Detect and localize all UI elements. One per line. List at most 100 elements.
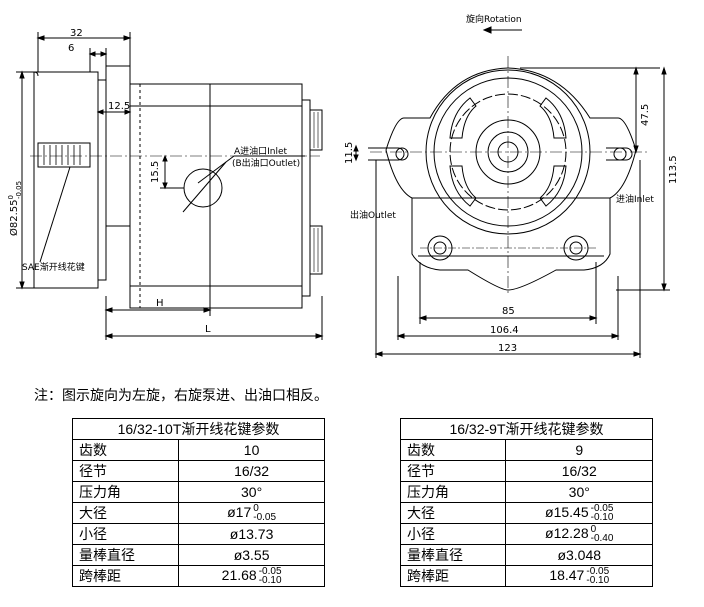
- value-main: ø17: [227, 503, 252, 520]
- dim-6: 6: [68, 43, 74, 54]
- table-row: 量棒直径 ø3.55: [71, 544, 325, 566]
- value-main: 30°: [568, 484, 590, 500]
- param-name: 齿数: [71, 439, 180, 461]
- flange-outline: [385, 67, 637, 291]
- table-row: 量棒直径 ø3.048: [399, 544, 653, 566]
- param-value: 30°: [178, 481, 325, 503]
- table-title: 16/32-9T渐开线花键参数: [400, 418, 653, 440]
- param-value: 16/32: [505, 460, 653, 482]
- tolerance-upper: -0.05: [586, 566, 610, 578]
- table-row: 齿数 9: [399, 439, 653, 461]
- param-name: 压力角: [71, 481, 180, 503]
- param-value: ø3.048: [505, 544, 653, 566]
- dim-11-5: 11.5: [344, 142, 355, 164]
- spline-label: SAE渐开线花键: [22, 261, 85, 273]
- tolerance: 0-0.05: [253, 503, 277, 524]
- dim-12-5: 12.5: [108, 101, 130, 112]
- value-main: 10: [243, 442, 260, 458]
- table-row: 压力角 30°: [71, 481, 325, 503]
- param-name: 跨棒距: [399, 565, 507, 587]
- param-name: 小径: [399, 523, 507, 545]
- rotation-note: 注：图示旋向为左旋，右旋泵进、出油口相反。: [34, 387, 328, 403]
- table-row: 压力角 30°: [399, 481, 653, 503]
- side-view: 32 6 12.5 15.5 Ø82.550-0.05 H L A进油口Inle…: [7, 28, 324, 340]
- value-main: ø12.28: [545, 524, 589, 541]
- value-main: 16/32: [234, 463, 270, 479]
- table-row: 径节 16/32: [71, 460, 325, 482]
- value-main: ø15.45: [545, 503, 589, 520]
- dim-85: 85: [502, 306, 515, 317]
- tolerance: -0.05-0.10: [258, 566, 282, 587]
- upper-port: [309, 109, 323, 151]
- outlet-label-right: 出油Outlet: [350, 209, 396, 221]
- table-row: 齿数 10: [71, 439, 325, 461]
- param-name: 大径: [399, 502, 507, 524]
- value-main: ø3.55: [233, 547, 270, 563]
- dim-diameter: Ø82.550-0.05: [7, 181, 23, 236]
- param-value: 10: [178, 439, 325, 461]
- dim-47-5: 47.5: [640, 104, 651, 126]
- value-main: 21.68: [221, 566, 257, 583]
- param-value: ø3.55: [178, 544, 325, 566]
- param-value: 21.68-0.05-0.10: [178, 565, 325, 587]
- param-name: 径节: [399, 460, 507, 482]
- inlet-label-right: 进油Inlet: [616, 193, 654, 205]
- shaft: [37, 142, 91, 168]
- dim-L: L: [205, 324, 211, 335]
- front-view: 旋向Rotation 47.5 113.5 11.5 85 106.4 123 …: [344, 13, 679, 358]
- rotation-label: 旋向Rotation: [466, 13, 522, 25]
- value-main: 18.47: [549, 566, 585, 583]
- inlet-label: A进油口Inlet: [234, 145, 288, 157]
- value-main: ø3.048: [557, 547, 602, 563]
- param-name: 径节: [71, 460, 180, 482]
- value-main: 9: [575, 442, 584, 458]
- tolerance-lower: -0.10: [258, 575, 282, 587]
- tolerance-upper: 0: [590, 524, 597, 536]
- tolerance-upper: -0.05: [590, 503, 614, 515]
- param-name: 压力角: [399, 481, 507, 503]
- tolerance-upper: 0: [253, 503, 259, 515]
- table-row: 小径 ø13.73: [71, 523, 325, 545]
- tolerance: 0-0.40: [590, 524, 614, 545]
- dim-106-4: 106.4: [490, 325, 519, 336]
- value-main: 16/32: [561, 463, 597, 479]
- pump-body: [129, 83, 303, 309]
- param-name: 小径: [71, 523, 180, 545]
- lower-port: [309, 225, 323, 275]
- tolerance-upper: -0.05: [258, 566, 282, 578]
- dim-32: 32: [70, 28, 83, 39]
- param-value: 30°: [505, 481, 653, 503]
- param-name: 大径: [71, 502, 180, 524]
- param-value: 18.47-0.05-0.10: [505, 565, 653, 587]
- value-main: ø13.73: [229, 526, 274, 542]
- table-title: 16/32-10T渐开线花键参数: [72, 418, 325, 440]
- dim-H: H: [156, 298, 164, 309]
- dim-15-5: 15.5: [150, 161, 161, 183]
- tolerance-lower: -0.05: [253, 512, 277, 524]
- tolerance: -0.05-0.10: [590, 503, 614, 524]
- param-value: 16/32: [178, 460, 325, 482]
- tolerance-lower: -0.10: [590, 512, 614, 524]
- param-name: 齿数: [399, 439, 507, 461]
- table-row: 径节 16/32: [399, 460, 653, 482]
- param-value: ø13.73: [178, 523, 325, 545]
- tolerance-lower: -0.40: [590, 533, 614, 545]
- param-value: 9: [505, 439, 653, 461]
- param-name: 跨棒距: [71, 565, 180, 587]
- left-slot: [368, 147, 405, 161]
- outlet-label: (B出油口Outlet): [232, 157, 300, 169]
- param-name: 量棒直径: [71, 544, 180, 566]
- param-name: 量棒直径: [399, 544, 507, 566]
- pump-drawing: 32 6 12.5 15.5 Ø82.550-0.05 H L A进油口Inle…: [7, 13, 679, 358]
- value-main: 30°: [241, 484, 263, 500]
- param-value: ø15.45-0.05-0.10: [505, 502, 653, 524]
